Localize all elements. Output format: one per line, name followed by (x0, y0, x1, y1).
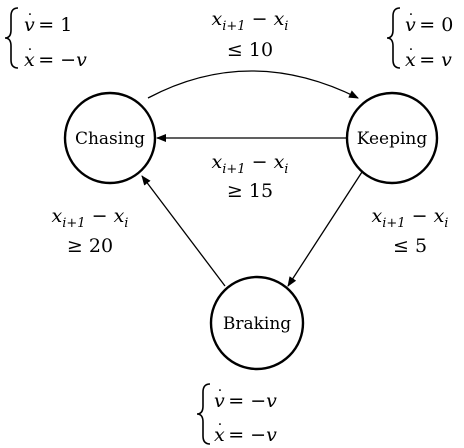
brace-icon (4, 7, 19, 69)
braking-vdot-eq: v· = −v (214, 383, 277, 412)
brace-icon (386, 7, 401, 69)
arrow-chasing-to-keeping (147, 70, 359, 99)
guard-keeping-to-chasing: xi+1 − xi ≥ 15 (212, 151, 289, 202)
chasing-vdot-eq: v· = 1 (24, 7, 72, 36)
state-braking-label: Braking (223, 314, 291, 334)
guard-gap-expression: xi+1 − xi (212, 8, 289, 34)
dynamics-braking: v· = −v x· = −v (196, 383, 277, 446)
keeping-vdot-eq: v· = 0 (405, 7, 453, 36)
guard-keeping-to-braking: xi+1 − xi ≤ 5 (372, 205, 449, 257)
state-chasing-circle (63, 91, 157, 185)
guard-threshold: ≥ 20 (67, 235, 113, 257)
state-braking: Braking (209, 275, 305, 371)
keeping-xdot-eq: x· = v (405, 42, 452, 71)
arrow-braking-to-chasing (141, 175, 226, 287)
guard-gap-expression: xi+1 − xi (372, 205, 449, 231)
state-chasing-label: Chasing (75, 129, 145, 149)
state-keeping-label: Keeping (357, 129, 428, 149)
guard-gap-expression: xi+1 − xi (52, 205, 129, 231)
state-chasing: Chasing (63, 91, 157, 185)
dynamics-chasing: v· = 1 x· = −v (4, 7, 87, 71)
state-braking-circle (209, 275, 305, 371)
guard-chasing-to-keeping: xi+1 − xi ≤ 10 (212, 8, 289, 61)
guard-threshold: ≥ 15 (227, 180, 273, 202)
guard-threshold: ≤ 5 (393, 235, 427, 257)
braking-xdot-eq: x· = −v (214, 417, 277, 446)
guard-threshold: ≤ 10 (227, 39, 273, 61)
brace-icon (196, 383, 211, 445)
guard-gap-expression: xi+1 − xi (212, 151, 289, 177)
dynamics-keeping: v· = 0 x· = v (386, 7, 453, 71)
arrow-keeping-to-braking (287, 171, 363, 287)
state-keeping: Keeping (345, 91, 439, 185)
guard-braking-to-chasing: xi+1 − xi ≥ 20 (52, 205, 129, 257)
chasing-xdot-eq: x· = −v (24, 42, 87, 71)
